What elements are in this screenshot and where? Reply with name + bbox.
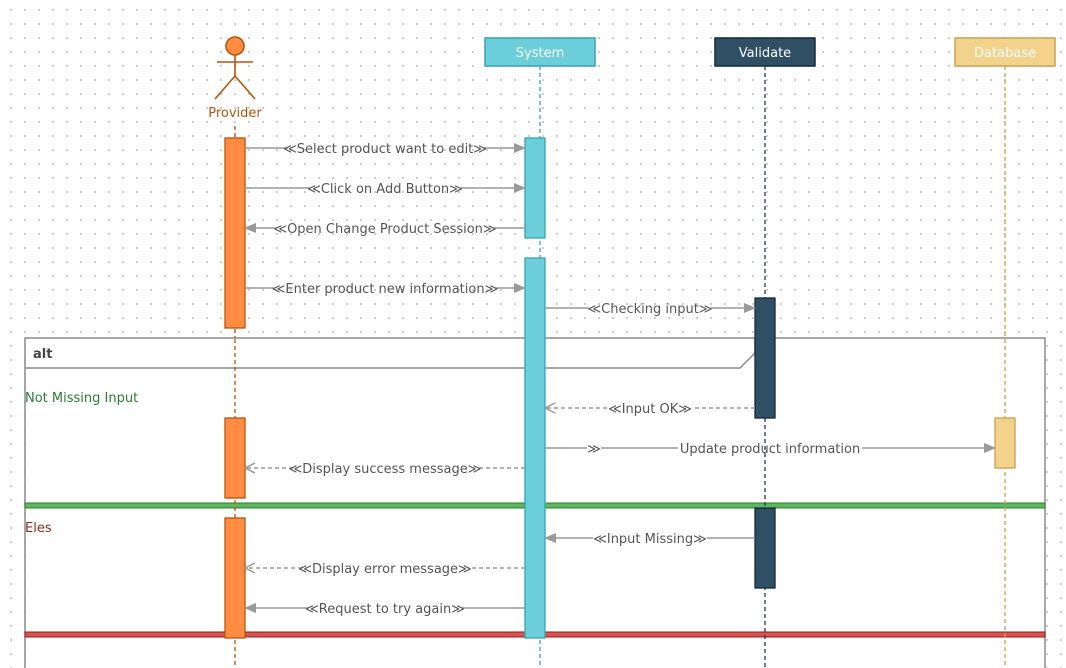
system-participant[interactable]: System — [484, 37, 596, 67]
system-activation[interactable] — [524, 137, 546, 239]
system-activation[interactable] — [524, 257, 546, 639]
message-label: ≪Input Missing≫ — [593, 532, 707, 547]
message-label: Update product information — [680, 442, 860, 457]
message-label: ≪Enter product new information≫ — [272, 282, 498, 297]
guard-not-missing: Not Missing Input — [25, 391, 138, 406]
message-label: ≪Checking input≫ — [588, 302, 713, 317]
message-input-missing[interactable]: ≪Input Missing≫ — [544, 532, 755, 547]
database-label: Database — [974, 46, 1036, 61]
database-activation[interactable] — [994, 417, 1016, 469]
message-select-product[interactable]: ≪Select product want to edit≫ — [245, 142, 526, 157]
message-label: ≪Input OK≫ — [608, 402, 692, 417]
validate-activation[interactable] — [754, 507, 776, 589]
message-label: ≪Display success message≫ — [289, 462, 482, 477]
message-open-session[interactable]: ≪Open Change Product Session≫ — [244, 222, 525, 237]
message-request-retry[interactable]: ≪Request to try again≫ — [244, 602, 525, 617]
actor-icon — [214, 36, 256, 100]
validate-participant[interactable]: Validate — [714, 37, 816, 67]
provider-activation[interactable] — [224, 137, 246, 329]
provider-label: Provider — [208, 106, 262, 121]
database-participant[interactable]: Database — [954, 37, 1056, 67]
guard-else: Eles — [25, 521, 52, 536]
message-label: ≪Click on Add Button≫ — [307, 182, 463, 197]
validate-label: Validate — [739, 46, 791, 61]
provider-activation[interactable] — [224, 417, 246, 499]
provider-actor[interactable]: Provider — [208, 36, 262, 121]
message-label: ≪Select product want to edit≫ — [283, 142, 487, 157]
message-label: ≪Request to try again≫ — [305, 602, 465, 617]
message-label: ≪Display error message≫ — [298, 562, 471, 577]
system-label: System — [516, 46, 564, 61]
message-prefix: ≫ — [587, 442, 601, 457]
message-click-add[interactable]: ≪Click on Add Button≫ — [245, 182, 526, 197]
message-display-success[interactable]: ≪Display success message≫ — [243, 462, 525, 477]
provider-activation[interactable] — [224, 517, 246, 639]
message-checking-input[interactable]: ≪Checking input≫ — [545, 302, 756, 317]
message-update-info[interactable]: ≫ Update product information — [545, 442, 996, 457]
alt-operator-label: alt — [33, 347, 52, 362]
message-label: ≪Open Change Product Session≫ — [273, 222, 496, 237]
message-display-error[interactable]: ≪Display error message≫ — [243, 562, 525, 577]
message-enter-info[interactable]: ≪Enter product new information≫ — [245, 282, 526, 297]
validate-activation[interactable] — [754, 297, 776, 419]
message-input-ok[interactable]: ≪Input OK≫ — [543, 402, 755, 417]
